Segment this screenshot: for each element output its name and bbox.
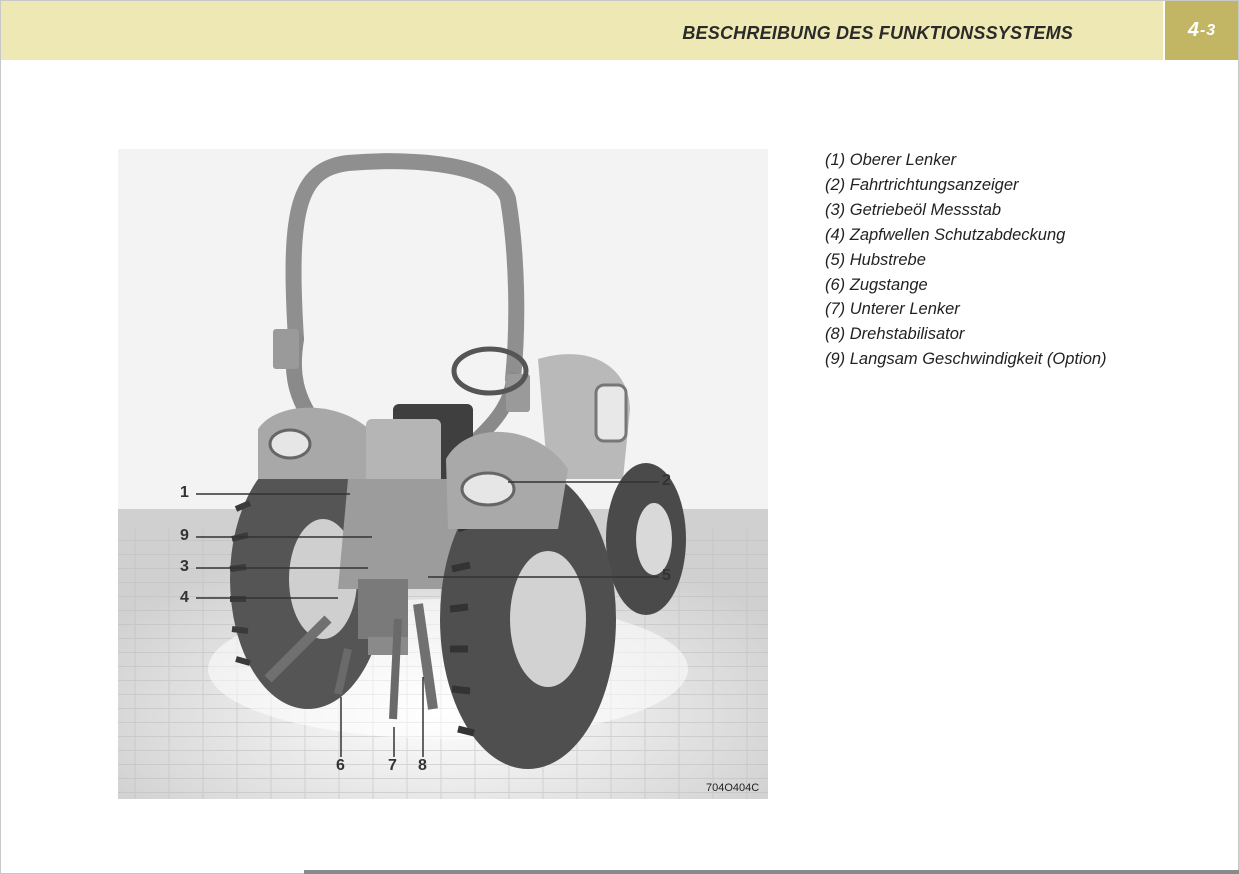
figure-code: 704O404C (706, 782, 760, 794)
legend-item: (5) Hubstrebe (825, 250, 926, 269)
callout-3: 3 (180, 558, 189, 575)
chapter-number: 4 (1187, 19, 1199, 41)
bottom-bar (304, 870, 1239, 874)
callout-5: 5 (662, 567, 671, 584)
header-band: BESCHREIBUNG DES FUNKTIONSSYSTEMS (1, 1, 1163, 60)
legend-list: (1) Oberer Lenker (2) Fahrtrichtungsanze… (825, 148, 1205, 372)
tractor-figure: 1 2 3 4 5 6 7 8 9 704O404C (118, 149, 768, 799)
legend-item: (3) Getriebeöl Messstab (825, 200, 1002, 219)
legend-item: (2) Fahrtrichtungsanzeiger (825, 175, 1019, 194)
callout-2: 2 (662, 472, 671, 489)
page-separator: - (1199, 21, 1206, 39)
callout-4: 4 (180, 589, 189, 606)
page-number-box: 4-3 (1165, 1, 1238, 60)
callout-7: 7 (388, 757, 397, 774)
legend-item: (1) Oberer Lenker (825, 151, 957, 169)
callout-6: 6 (336, 757, 345, 774)
callout-1: 1 (180, 484, 189, 501)
section-title: BESCHREIBUNG DES FUNKTIONSSYSTEMS (682, 23, 1073, 43)
callout-8: 8 (418, 757, 427, 774)
legend-item: (6) Zugstange (825, 275, 928, 294)
legend-item: (9) Langsam Geschwindigkeit (Option) (825, 350, 1107, 369)
page-number: 3 (1206, 21, 1216, 39)
tractor-illustration (118, 149, 768, 799)
legend-item: (8) Drehstabilisator (825, 325, 965, 344)
legend-item: (7) Unterer Lenker (825, 300, 960, 319)
legend-item: (4) Zapfwellen Schutzabdeckung (825, 225, 1066, 244)
callout-9: 9 (180, 527, 189, 544)
